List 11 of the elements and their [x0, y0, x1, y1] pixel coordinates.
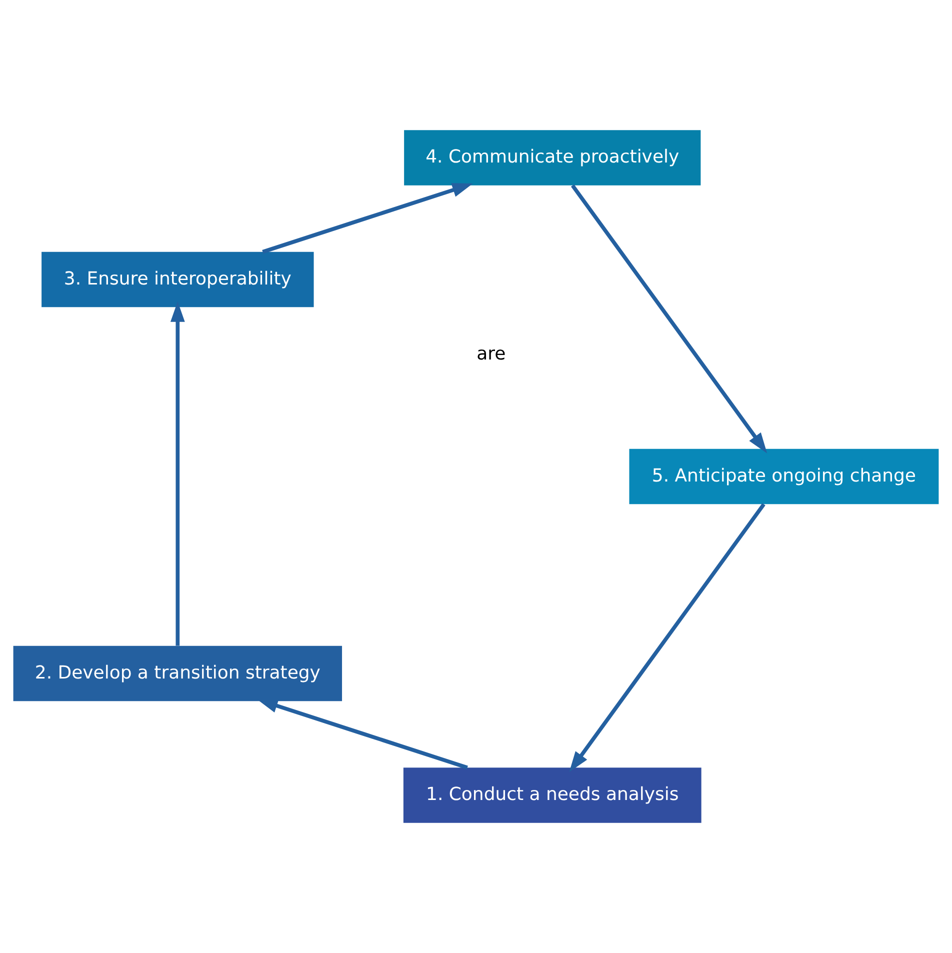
- label: are: [476, 343, 506, 364]
- node-box: 4. Communicate proactively: [404, 130, 701, 186]
- arrow: [170, 301, 185, 646]
- arrow: [262, 183, 473, 254]
- arrow: [569, 503, 766, 772]
- node-box: 2. Develop a transition strategy: [13, 646, 342, 702]
- arrow: [257, 698, 468, 770]
- node-box: 3. Ensure interoperability: [42, 252, 314, 308]
- arrow: [570, 184, 768, 454]
- node-box: 1. Conduct a needs analysis: [403, 768, 702, 823]
- node-box: 5. Anticipate ongoing change: [629, 448, 939, 504]
